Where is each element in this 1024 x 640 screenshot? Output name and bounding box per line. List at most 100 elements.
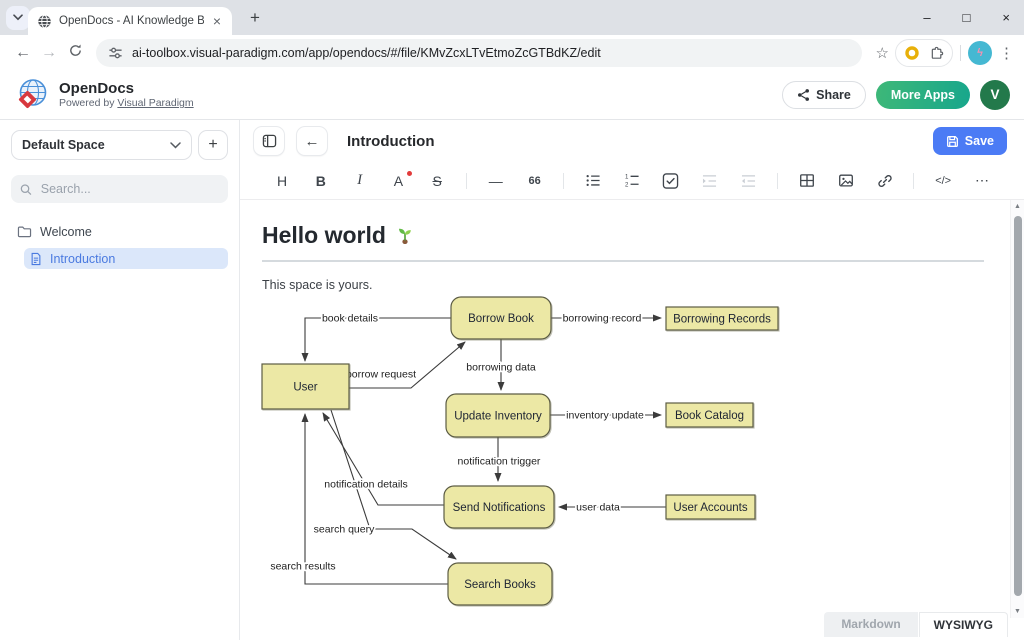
toolbar-bold-button[interactable]: B — [315, 172, 326, 189]
powered-by: Powered by Visual Paradigm — [59, 97, 194, 110]
tab-wysiwyg[interactable]: WYSIWYG — [918, 612, 1008, 637]
toolbar-divider — [465, 172, 467, 189]
space-selector[interactable]: Default Space — [11, 130, 192, 160]
share-button[interactable]: Share — [782, 80, 866, 109]
toolbar-italic-button[interactable]: I — [357, 172, 363, 188]
extensions-pill — [895, 38, 953, 67]
toolbar-horizontal-rule-button[interactable]: — — [488, 172, 503, 189]
node-label: Update Inventory — [454, 411, 542, 423]
navigate-back-button[interactable]: ← — [296, 126, 328, 156]
link-icon — [877, 174, 892, 187]
node-label: Book Catalog — [675, 410, 744, 422]
window-minimize-button[interactable]: – — [923, 10, 931, 25]
save-icon — [946, 135, 958, 147]
search-input[interactable] — [38, 181, 219, 197]
node-borrow_book — [450, 296, 552, 340]
edge-search-query — [330, 409, 457, 560]
editor-mode-tabs: Markdown WYSIWYG — [824, 612, 1008, 637]
node-label: Borrow Book — [468, 313, 534, 325]
edge-borrow-request — [349, 341, 466, 389]
toolbar-more-button[interactable]: ⋯ — [974, 172, 989, 188]
toolbar-image-button[interactable] — [836, 173, 856, 188]
user-avatar[interactable]: V — [980, 79, 1010, 110]
globe-favicon-icon — [38, 14, 51, 28]
edge-label: borrowing record — [563, 313, 642, 325]
share-icon — [798, 88, 810, 101]
node-label: User — [293, 382, 317, 394]
toolbar-strikethrough-button[interactable]: S — [432, 172, 442, 189]
extensions-puzzle-icon[interactable] — [928, 45, 944, 61]
document-area[interactable]: Hello world This space is yours. book de… — [240, 200, 1024, 640]
scrollbar-thumb[interactable] — [1013, 216, 1022, 596]
tab-title: OpenDocs - AI Knowledge Base — [59, 15, 204, 27]
edge-label: search query — [314, 524, 375, 536]
url-text: ai-toolbox.visual-paradigm.com/app/opend… — [132, 45, 601, 60]
add-space-button[interactable]: + — [198, 130, 228, 160]
toolbar-font-color-button[interactable]: A — [388, 170, 413, 189]
edge-search-results — [301, 413, 448, 585]
toolbar-task-list-button[interactable] — [661, 172, 681, 189]
tab-search-button[interactable] — [6, 5, 30, 30]
site-settings-icon[interactable] — [108, 46, 123, 60]
browser-profile-avatar[interactable]: ϟ — [968, 40, 992, 65]
bullet-list-icon — [586, 174, 600, 187]
browser-menu-button[interactable]: ⋮ — [999, 44, 1014, 62]
toolbar-divider — [777, 172, 779, 189]
node-label: Send Notifications — [453, 502, 546, 514]
scroll-up-icon[interactable]: ▲ — [1014, 203, 1021, 210]
toolbar-blockquote-button[interactable]: 66 — [528, 174, 541, 187]
edge-label: borrowing data — [466, 362, 536, 374]
indent-icon — [703, 174, 717, 187]
chevron-down-icon — [170, 142, 181, 149]
toolbar-heading-button[interactable]: H — [276, 172, 288, 189]
seedling-emoji-icon — [398, 228, 411, 244]
sidebar-item-introduction[interactable]: Introduction — [24, 248, 228, 269]
svg-text:2: 2 — [625, 182, 629, 188]
node-book_catalog — [665, 402, 754, 428]
extension-badge-icon[interactable] — [904, 45, 920, 61]
back-button[interactable]: ← — [15, 43, 31, 61]
toolbar-divider — [563, 172, 565, 189]
edge-label: book details — [322, 313, 378, 325]
app-brand: OpenDocs — [59, 79, 135, 97]
task-list-icon — [663, 172, 679, 189]
toolbar-link-button[interactable] — [875, 173, 895, 189]
doc-paragraph: This space is yours. — [262, 278, 373, 292]
edge-label: notification details — [324, 479, 407, 491]
window-maximize-button[interactable]: □ — [962, 10, 971, 25]
window-close-button[interactable]: × — [1002, 10, 1010, 25]
edge-label: user data — [576, 502, 620, 514]
tab-markdown[interactable]: Markdown — [824, 612, 918, 637]
save-button[interactable]: Save — [932, 127, 1007, 155]
edge-label: inventory update — [566, 410, 644, 422]
sidebar-search[interactable] — [11, 175, 228, 203]
url-bar[interactable]: ai-toolbox.visual-paradigm.com/app/opend… — [96, 38, 862, 67]
sidebar-item-welcome[interactable]: Welcome — [11, 221, 228, 242]
browser-tab[interactable]: OpenDocs - AI Knowledge Base × — [28, 7, 232, 35]
visual-paradigm-link[interactable]: Visual Paradigm — [117, 97, 194, 110]
table-icon — [800, 174, 814, 187]
node-send_notifications — [443, 485, 555, 529]
toolbar-code-button[interactable]: </> — [935, 174, 952, 187]
search-icon — [20, 183, 32, 195]
node-label: User Accounts — [673, 502, 747, 514]
app-header: OpenDocs Powered by Visual Paradigm Shar… — [0, 70, 1024, 120]
toolbar-indent-button — [700, 174, 720, 188]
tab-close-icon[interactable]: × — [212, 13, 221, 29]
bookmark-star-icon[interactable]: ☆ — [875, 44, 889, 62]
edge-book-details — [301, 317, 451, 362]
sidebar-item-label: Introduction — [50, 251, 116, 266]
new-tab-button[interactable]: + — [250, 8, 260, 27]
reload-button[interactable] — [62, 43, 88, 63]
toolbar-table-button[interactable] — [797, 173, 817, 188]
toolbar-bullet-list-button[interactable] — [583, 173, 603, 188]
more-apps-button[interactable]: More Apps — [875, 80, 970, 109]
collapse-sidebar-button[interactable] — [253, 126, 285, 156]
vertical-scrollbar[interactable]: ▲ ▼ — [1010, 200, 1024, 618]
scroll-down-icon[interactable]: ▼ — [1014, 608, 1021, 615]
